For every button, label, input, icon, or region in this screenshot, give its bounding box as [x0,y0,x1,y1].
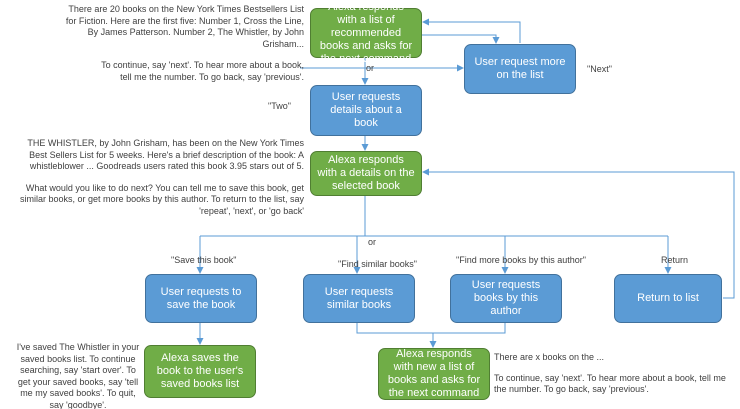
alexa-saves-book-node: Alexa saves the book to the user's saved… [144,345,256,398]
alexa-details-response-node: Alexa responds with a details on the sel… [310,151,422,196]
arrow-list-to-more [421,34,500,44]
save-this-book-label: "Save this book" [171,255,237,265]
top-response-note: There are 20 books on the New York Times… [56,4,304,83]
user-request-similar-node: User requests similar books [303,274,415,323]
or-label-mid: or [368,237,377,247]
user-request-details-node: User requests details about a book [310,85,422,136]
user-request-save-node: User requests to save the book [145,274,257,323]
details-response-note: THE WHISTLER, by John Grisham, has been … [18,138,304,217]
user-request-author-node: User requests books by this author [450,274,562,323]
saved-response-text: I've saved The Whistler in your saved bo… [16,342,140,409]
return-to-list-node: Return to list [614,274,722,323]
new-list-response-options: To continue, say 'next'. To hear more ab… [494,372,726,395]
saved-response-note: I've saved The Whistler in your saved bo… [16,342,140,409]
top-response-text: There are 20 books on the New York Times… [65,4,304,49]
alexa-new-list-node: Alexa responds with new a list of books … [378,348,490,400]
two-label: "Two" [268,101,291,111]
details-response-text: THE WHISTLER, by John Grisham, has been … [27,138,304,171]
new-list-response-text: There are x books on the ... [494,352,605,362]
new-list-response-note: There are x books on the ... To continue… [494,352,736,396]
next-label: "Next" [587,64,612,74]
top-response-options: To continue, say 'next'. To hear more ab… [101,60,304,82]
line-similar-merge [356,323,506,334]
user-request-more-node: User request more on the list [464,44,576,94]
details-response-options: What would you like to do next? You can … [20,182,304,216]
return-label: Return [661,255,689,265]
arrow-more-back-to-list [422,18,521,43]
find-similar-label: "Find similar books" [338,259,417,269]
arrow-return-loop [422,168,735,299]
alexa-list-response-node: Alexa responds with a list of recommende… [310,1,422,65]
find-more-author-label: "Find more books by this author" [456,255,586,265]
or-label-top: or [366,63,375,73]
